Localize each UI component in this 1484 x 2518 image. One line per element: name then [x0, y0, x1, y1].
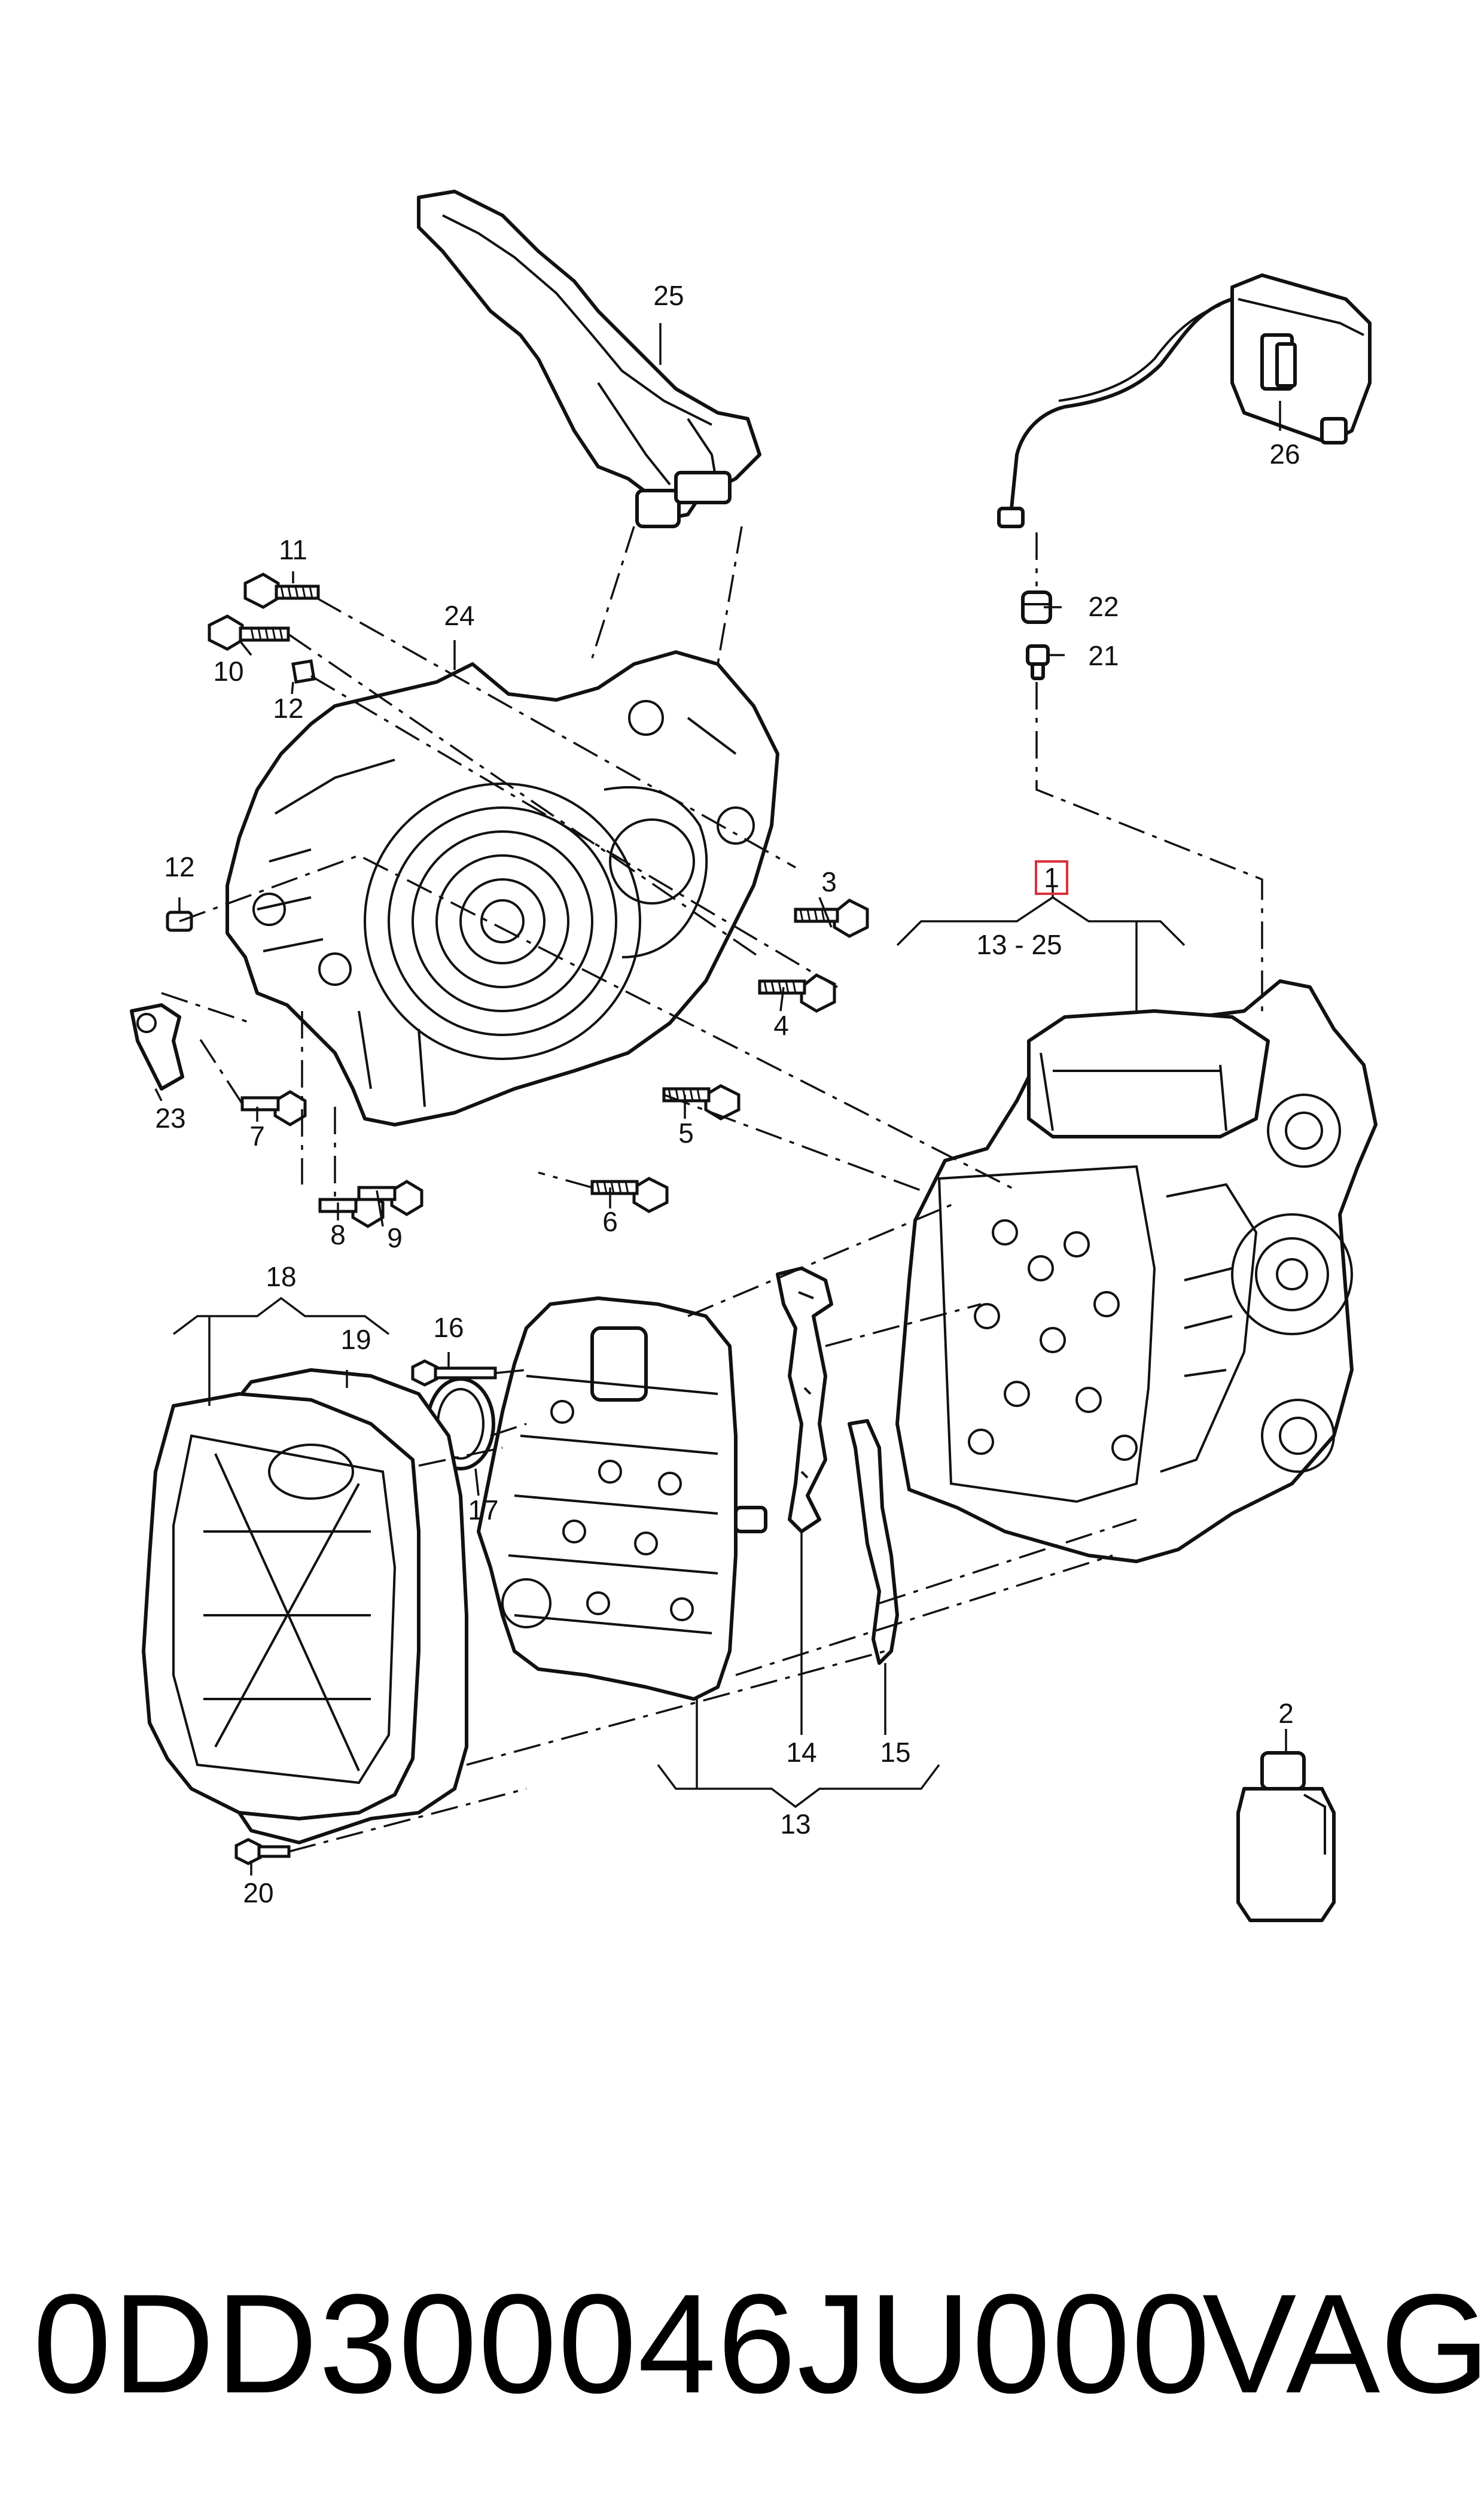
part-14-gasket — [776, 1266, 833, 1533]
part-24-transmission-housing — [226, 650, 779, 1126]
callout-7: 7 — [249, 1121, 265, 1152]
part-10-bolt — [208, 614, 290, 651]
part-11-bolt — [243, 573, 320, 609]
callout-8: 8 — [330, 1219, 346, 1250]
callout-21: 21 — [1088, 640, 1119, 671]
callout-3: 3 — [821, 866, 837, 897]
callout-1: 1 — [1044, 862, 1059, 893]
leader-lines — [154, 323, 1287, 1875]
callout-23: 23 — [155, 1103, 185, 1134]
callout-9: 9 — [387, 1222, 403, 1253]
part-number-label: 0DD300046JU000 — [33, 2265, 1211, 2423]
callout-13: 13 — [780, 1808, 810, 1840]
callout-11: 11 — [279, 534, 307, 565]
part-22-cap — [1021, 590, 1052, 624]
callout-24: 24 — [444, 600, 474, 631]
part-25-vent-hose — [417, 190, 761, 528]
assembly-lines — [161, 526, 1263, 1853]
callout-19: 19 — [340, 1324, 371, 1355]
part-7-bolt — [240, 1090, 307, 1126]
part-6-bolt — [590, 1177, 669, 1213]
part-26-control-module — [997, 273, 1372, 528]
part-23-bracket — [130, 1003, 184, 1091]
callout-labels: 1 13 - 25 2 3 4 5 6 7 8 9 10 11 12 12 13… — [155, 280, 1300, 1908]
callout-17: 17 — [468, 1494, 498, 1526]
part-12-pin-upper — [291, 659, 316, 684]
part-21-sensor — [1026, 644, 1050, 680]
part-15-gasket — [848, 1419, 899, 1665]
brand-label: VAG — [1202, 2265, 1484, 2423]
callout-25: 25 — [653, 280, 684, 311]
callout-20: 20 — [243, 1877, 273, 1908]
callout-16: 16 — [433, 1312, 464, 1343]
callout-15: 15 — [880, 1737, 910, 1768]
part-3-bolt — [794, 899, 869, 938]
callout-22: 22 — [1088, 591, 1119, 622]
part-13-valve-body — [477, 1296, 767, 1701]
part-5-bolt — [662, 1084, 741, 1121]
callout-5: 5 — [678, 1118, 694, 1149]
callout-10: 10 — [213, 656, 243, 687]
callout-13-25: 13 - 25 — [976, 929, 1062, 960]
callout-12-upper: 12 — [273, 693, 303, 724]
callout-14: 14 — [786, 1737, 816, 1768]
part-4-bolt — [758, 973, 836, 1013]
part-2-oil-bottle — [1236, 1751, 1336, 1922]
callout-2: 2 — [1278, 1698, 1294, 1729]
part-20-bolt — [234, 1838, 291, 1865]
callout-4: 4 — [773, 1010, 789, 1041]
callout-26: 26 — [1269, 439, 1300, 470]
callout-12-lower: 12 — [164, 851, 194, 882]
part-1-gearbox-assembly — [895, 979, 1378, 1563]
callout-18: 18 — [266, 1261, 296, 1292]
callout-1-highlight — [1035, 860, 1068, 895]
part-18-oil-pan — [142, 1392, 420, 1820]
callout-6: 6 — [602, 1206, 618, 1237]
